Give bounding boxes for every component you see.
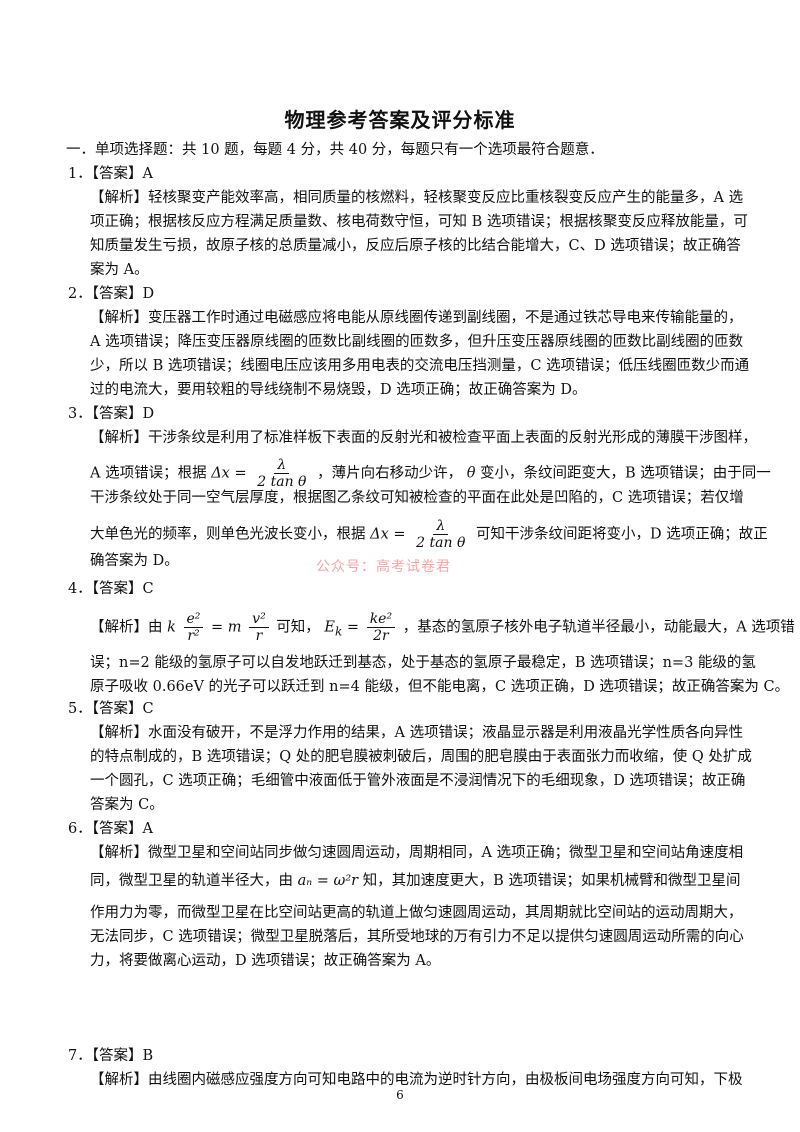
q2-explanation-line: 过的电流大，要用较粗的导线绕制不易烧毁，D 选项正确；故正确答案为 D。 (90, 382, 587, 398)
kinetic-energy-formula: ke² 2r (366, 611, 396, 644)
q3-explanation-line: 确答案为 D。 (90, 553, 179, 569)
q6-explanation-line: 无法同步，C 选项错误；微型卫星脱落后，其所受地球的万有引力不足以提供匀速圆周运… (90, 929, 744, 945)
q5-explanation-line: 一个圆孔，C 选项正确；毛细管中液面低于管外液面是不浸润情况下的毛细现象，D 选… (90, 773, 746, 789)
q2-explanation-line: 少，所以 B 选项错误；线圈电压应该用多用电表的交流电压挡测量，C 选项错误；低… (90, 358, 750, 374)
q5-explanation-line: 的特点制成的，B 选项错误；Q 处的肥皂膜被刺破后，周围的肥皂膜由于表面张力而收… (90, 749, 752, 765)
q7-explanation-line: 【解析】由线圈内磁感应强度方向可知电路中的电流为逆时针方向，由极板间电场强度方向… (90, 1072, 743, 1088)
interference-formula: λ 2 tan θ (257, 457, 307, 490)
q6-explanation-line: 【解析】微型卫星和空间站同步做匀速圆周运动，周期相同，A 选项正确；微型卫星和空… (90, 845, 744, 861)
q3-answer: 3．【答案】D (68, 406, 155, 422)
q3-explanation-line: A 选项错误；根据 Δx = λ 2 tan θ ，薄片向右移动少许， θ 变小… (90, 457, 771, 490)
q4-answer: 4．【答案】C (68, 581, 154, 597)
q3-explanation-line: 干涉条纹处于同一空气层厚度，根据图乙条纹可知被检查的平面在此处是凹陷的，C 选项… (90, 490, 744, 506)
q4-explanation-line: 【解析】由 k e² r² = m v² r 可知， Ek = ke² 2r ，… (90, 611, 795, 644)
q6-explanation-line: 力，将要做离心运动，D 选项错误；故正确答案为 A。 (90, 953, 441, 969)
interference-formula: λ 2 tan θ (416, 518, 466, 551)
q4-explanation-line: 误；n=2 能级的氢原子可以自发地跃迁到基态，处于基态的氢原子最稳定，B 选项错… (90, 655, 756, 671)
watermark-text: 公众号：高考试卷君 (316, 559, 451, 575)
q1-answer: 1．【答案】A (68, 166, 153, 182)
coulomb-formula: e² r² (183, 611, 204, 644)
acceleration-formula: aₙ = ω²r (297, 873, 359, 889)
q6-explanation-line: 作用力为零，而微型卫星在比空间站更高的轨道上做匀速圆周运动，其周期就比空间站的运… (90, 905, 743, 921)
q2-explanation-line: 【解析】变压器工作时通过电磁感应将电能从原线圈传递到副线圈，不是通过铁芯导电来传… (90, 310, 743, 326)
q1-explanation-line: 案为 A。 (90, 262, 149, 278)
page-number: 6 (396, 1088, 404, 1102)
q2-explanation-line: A 选项错误；降压变压器原线圈的匝数比副线圈的匝数多，但升压变压器原线圈的匝数比… (90, 334, 744, 350)
q5-explanation-line: 答案为 C。 (90, 797, 164, 813)
q3-explanation-line: 【解析】干涉条纹是利用了标准样板下表面的反射光和被检查平面上表面的反射光形成的薄… (90, 430, 757, 446)
section-heading: 一．单项选择题：共 10 题，每题 4 分，共 40 分，每题只有一个选项最符合… (66, 142, 604, 158)
q4-explanation-line: 原子吸收 0.66eV 的光子可以跃迁到 n=4 能级，但不能电离，C 选项正确… (90, 679, 790, 695)
q6-explanation-line: 同，微型卫星的轨道半径大，由 aₙ = ω²r 知，其加速度更大，B 选项错误；… (90, 873, 741, 889)
q1-explanation-line: 【解析】轻核聚变产能效率高，相同质量的核燃料，轻核聚变反应比重核裂变反应产生的能… (90, 190, 744, 206)
q1-explanation-line: 项正确；根据核反应方程满足质量数、核电荷数守恒，可知 B 选项错误；根据核聚变反… (90, 214, 748, 230)
delta-x-symbol: Δx = (211, 465, 247, 482)
q2-answer: 2．【答案】D (68, 286, 155, 302)
page-title: 物理参考答案及评分标准 (284, 108, 516, 132)
q5-answer: 5．【答案】C (68, 701, 154, 717)
centripetal-formula: v² r (249, 611, 269, 644)
q3-explanation-line: 大单色光的频率，则单色光波长变小，根据 Δx = λ 2 tan θ 可知干涉条… (90, 518, 768, 551)
q7-answer: 7．【答案】B (68, 1048, 154, 1064)
q1-explanation-line: 知质量发生亏损，故原子核的总质量减小，反应后原子核的比结合能增大，C、D 选项错… (90, 238, 741, 254)
q5-explanation-line: 【解析】水面没有破开，不是浮力作用的结果，A 选项错误；液晶显示器是利用液晶光学… (90, 725, 744, 741)
q6-answer: 6．【答案】A (68, 821, 153, 837)
